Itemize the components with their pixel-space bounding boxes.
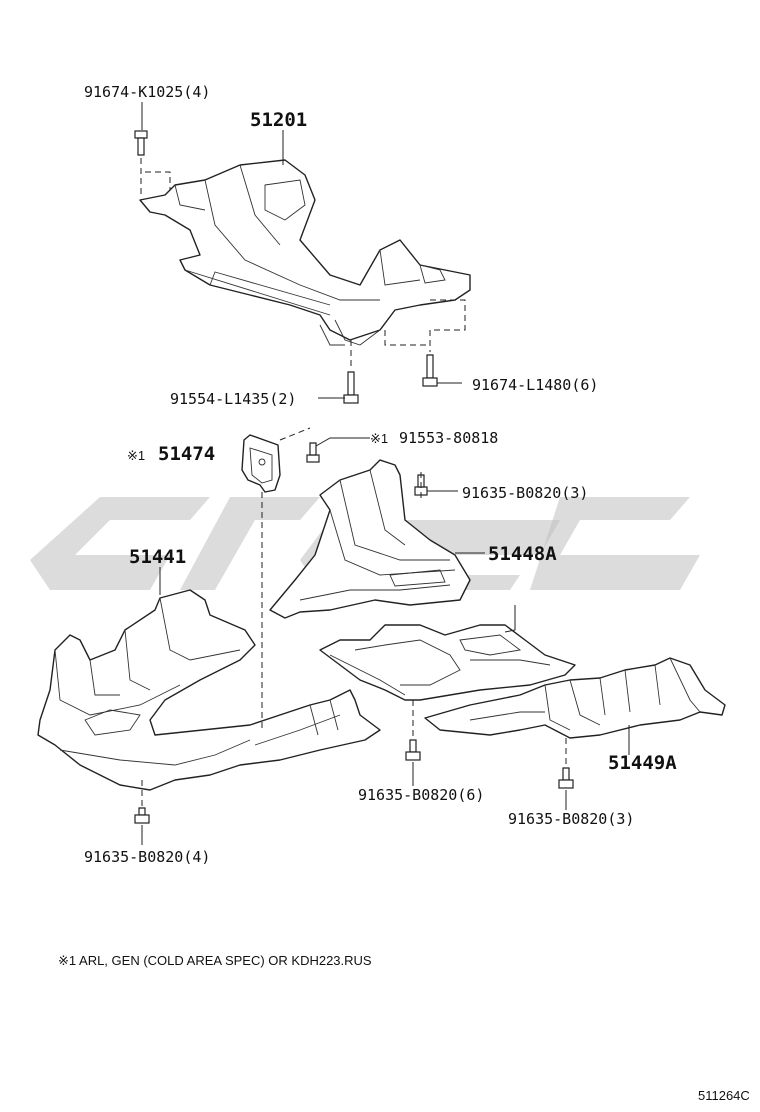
bolt-icon-left — [134, 807, 150, 824]
engine-under-cover-rear — [424, 657, 726, 739]
bolt-icon-middle — [405, 739, 421, 761]
bracket-part — [241, 434, 281, 493]
label-bracket: 51474 — [158, 443, 215, 465]
label-bracket-mark: ※1 — [127, 448, 145, 463]
bolt-icon-top — [134, 130, 148, 156]
label-cover-rear: 51449A — [608, 752, 677, 774]
bolt-icon-frame-left — [343, 371, 359, 404]
label-bolt-middle: 91635-B0820(6) — [358, 786, 484, 804]
engine-under-cover-middle — [319, 624, 576, 701]
label-bolt-top: 91674-K1025(4) — [84, 83, 210, 101]
leader-lines — [141, 102, 630, 845]
label-screw-mark: ※1 — [370, 431, 388, 446]
label-bolt-upper-right: 91635-B0820(3) — [462, 484, 588, 502]
label-frame: 51201 — [250, 109, 307, 131]
label-cover-center: 51448A — [488, 543, 557, 565]
label-bolt-rear: 91635-B0820(3) — [508, 810, 634, 828]
front-suspension-crossmember — [139, 159, 471, 346]
label-screw: 91553-80818 — [399, 429, 498, 447]
footnote: ※1 ARL, GEN (COLD AREA SPEC) OR KDH223.R… — [58, 953, 372, 968]
bolt-icon-frame-right — [422, 354, 438, 387]
engine-under-cover-center — [269, 459, 471, 619]
label-bolt-frame-left: 91554-L1435(2) — [170, 390, 296, 408]
label-bolt-frame-right: 91674-L1480(6) — [472, 376, 598, 394]
alignment-lines — [140, 158, 567, 806]
bolt-icon-rear — [558, 767, 574, 789]
label-bolt-left: 91635-B0820(4) — [84, 848, 210, 866]
engine-under-cover-left — [37, 589, 381, 791]
diagram-code: 511264C — [698, 1088, 750, 1103]
label-cover-left: 51441 — [129, 546, 186, 568]
screw-icon — [306, 442, 320, 463]
